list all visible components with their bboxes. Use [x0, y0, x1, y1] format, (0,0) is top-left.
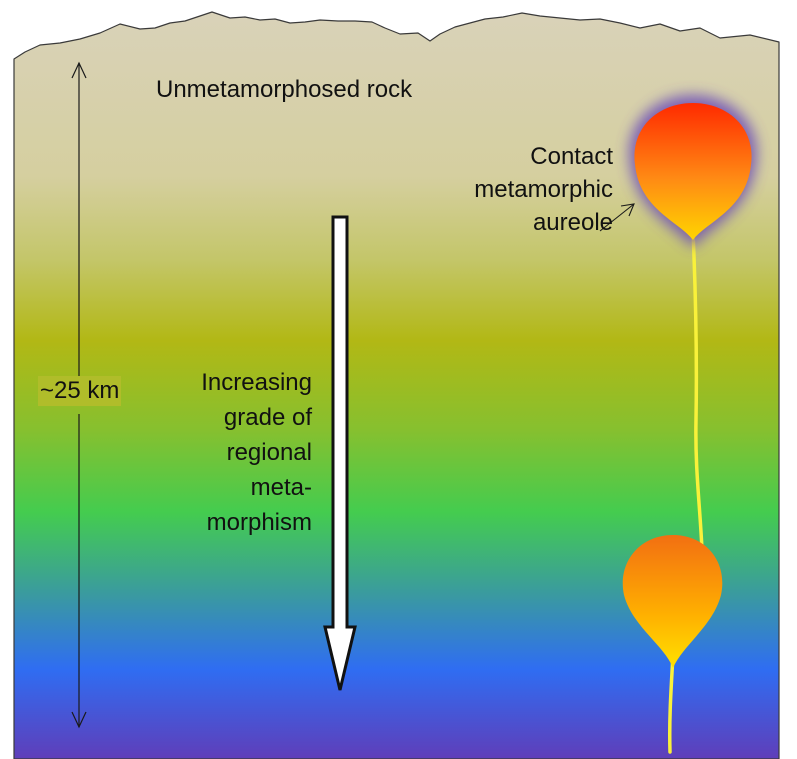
upper-intrusion: [634, 103, 752, 240]
crust-cross-section: [13, 11, 780, 759]
depth-arrow: [71, 61, 87, 729]
contact-aureole-line: metamorphic: [474, 176, 613, 203]
grade-arrow: [323, 215, 357, 691]
contact-aureole-line: aureole: [532, 209, 613, 236]
regional-grade-line: meta-: [250, 474, 312, 501]
contact-aureole-label: Contact metamorphic aureole: [474, 140, 613, 239]
regional-grade-line: morphism: [206, 509, 312, 536]
regional-grade-line: grade of: [223, 404, 312, 431]
contact-aureole-line: Contact: [530, 143, 613, 170]
depth-label: ~25 km: [38, 376, 122, 406]
lower-intrusion: [622, 535, 723, 668]
regional-grade-line: regional: [226, 439, 312, 466]
unmetamorphosed-rock-label: Unmetamorphosed rock: [156, 76, 413, 103]
regional-grade-label: Increasing grade of regional meta- morph…: [201, 365, 312, 540]
aureole-pointer-arrow: [599, 203, 635, 232]
regional-grade-line: Increasing: [201, 369, 312, 396]
